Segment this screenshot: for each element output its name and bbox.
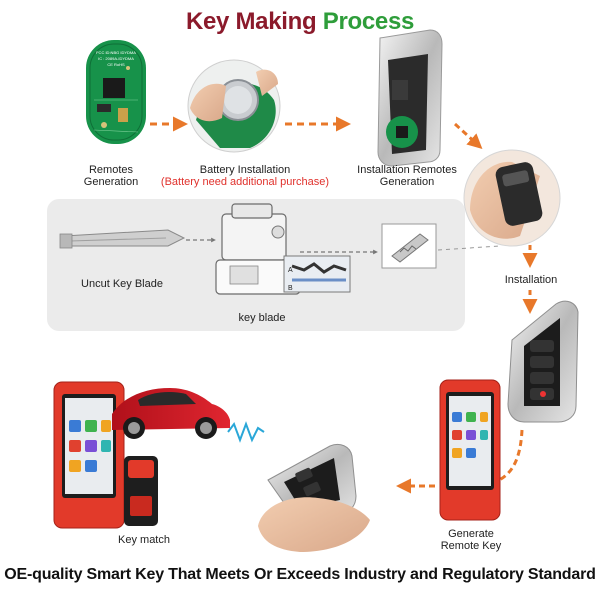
profile-mark-b: B (288, 285, 293, 292)
step-label-battery-installation: Battery Installation (Battery need addit… (150, 164, 340, 188)
uncut-key-blade-icon (59, 229, 186, 249)
installation-remotes-line2: Generation (379, 176, 435, 188)
diagnostic-tablet-icon (439, 379, 501, 521)
sports-car-icon (112, 388, 230, 439)
tagline: OE-quality Smart Key That Meets Or Excee… (4, 566, 596, 583)
key-profile-detail: A B (283, 255, 351, 293)
diagnostic-tablet-large-icon (53, 381, 125, 529)
title-word-making: Making (235, 8, 317, 35)
key-cutting-machine-icon (215, 203, 301, 295)
remotes-generation-line1: Remotes (88, 164, 134, 176)
pcb-label-line3: CE RoHS (107, 62, 125, 67)
page-title: Key Making Process (0, 8, 600, 36)
battery-installation-line1: Battery Installation (199, 164, 291, 176)
battery-purchase-note: (Battery need additional purchase) (160, 176, 330, 188)
step-label-installation: Installation (504, 274, 558, 286)
circuit-board-icon: FCC ID:NBG IDYDMA IC : 2089A-IDYDMA CE R… (86, 40, 146, 144)
coin-battery-icon (187, 59, 281, 153)
signal-wave-icon (227, 421, 265, 443)
step-label-generate-remote-key: Generate Remote Key (434, 528, 508, 552)
pcb-label-line1: FCC ID:NBG IDYDMA (96, 50, 136, 55)
obd-dongle-icon (124, 456, 158, 526)
key-remote-icon (507, 300, 579, 423)
profile-mark-a: A (288, 267, 293, 274)
hand-holding-key-icon (258, 443, 370, 552)
title-word-process: Process (322, 8, 415, 35)
generate-remote-key-line2: Remote Key (440, 540, 502, 552)
step-label-key-match: Key match (118, 534, 170, 546)
pcb-label-line2: IC : 2089A-IDYDMA (98, 56, 134, 61)
cut-key-blade-icon (381, 223, 437, 269)
installation-remotes-line1: Installation Remotes (357, 164, 457, 176)
step-label-installation-remotes: Installation Remotes Generation (348, 164, 466, 188)
flow-arrow-3 (453, 122, 483, 150)
installation-photo-icon (463, 149, 561, 247)
generate-remote-key-line1: Generate (448, 528, 494, 540)
remotes-generation-line2: Generation (83, 176, 139, 188)
title-word-key: Key (185, 8, 230, 35)
step-label-key-blade: key blade (238, 312, 286, 324)
smart-key-shell-icon (377, 29, 443, 167)
step-label-remotes-generation: Remotes Generation (72, 164, 150, 188)
step-label-uncut-key-blade: Uncut Key Blade (81, 278, 163, 290)
